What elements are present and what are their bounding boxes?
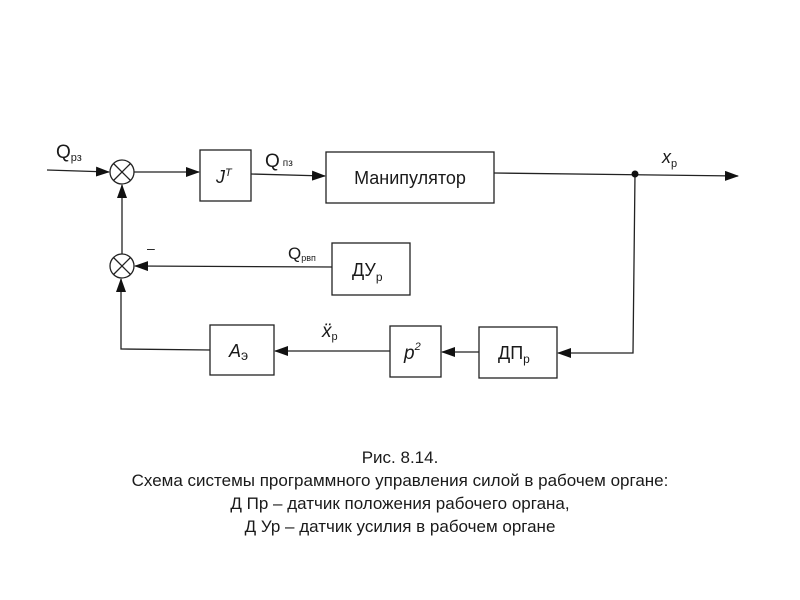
signal-line-q-rz [46,166,110,177]
block-manipulator-label: Манипулятор [354,168,466,188]
signal-line-q-pz [250,170,326,181]
signal-label-q-rz: Qрз [56,142,82,164]
signal-line-q-rvp [134,261,333,272]
block-p2 [389,325,442,378]
caption-figure-number: Рис. 8.14. [361,448,439,467]
block-manipulator [325,151,495,204]
signal-label-x-r: xр [661,147,677,170]
branch-point [631,170,639,178]
feedback-line-acceleration [116,278,211,351]
block-jt-label: JT [215,167,233,187]
minus-sign: – [147,240,155,256]
figure-caption: Рис. 8.14. Схема системы программного уп… [0,446,800,538]
block-dur-label: ДУр [352,260,383,284]
summer-top [109,159,135,185]
caption-title: Схема системы программного управления си… [131,471,669,490]
signal-line-x-r [493,170,739,181]
signal-label-q-rvp: Qрвп [288,244,316,263]
block-jt [199,149,252,202]
summer-bottom [109,253,135,279]
caption-legend-dur: Д Ур – датчик усилия в рабочем органе [244,517,556,536]
block-dur [331,242,411,296]
block-dpr [478,326,558,379]
signal-label-x-r-ddot: ẍр [321,321,338,343]
block-dpr-label: ДПр [498,343,530,366]
block-ae [209,324,275,376]
caption-legend-dpr: Д Пр – датчик положения рабочего органа, [230,494,570,513]
block-p2-label: p2 [403,341,421,364]
feedback-line-position [557,173,636,358]
block-ae-label: Аэ [228,341,248,363]
